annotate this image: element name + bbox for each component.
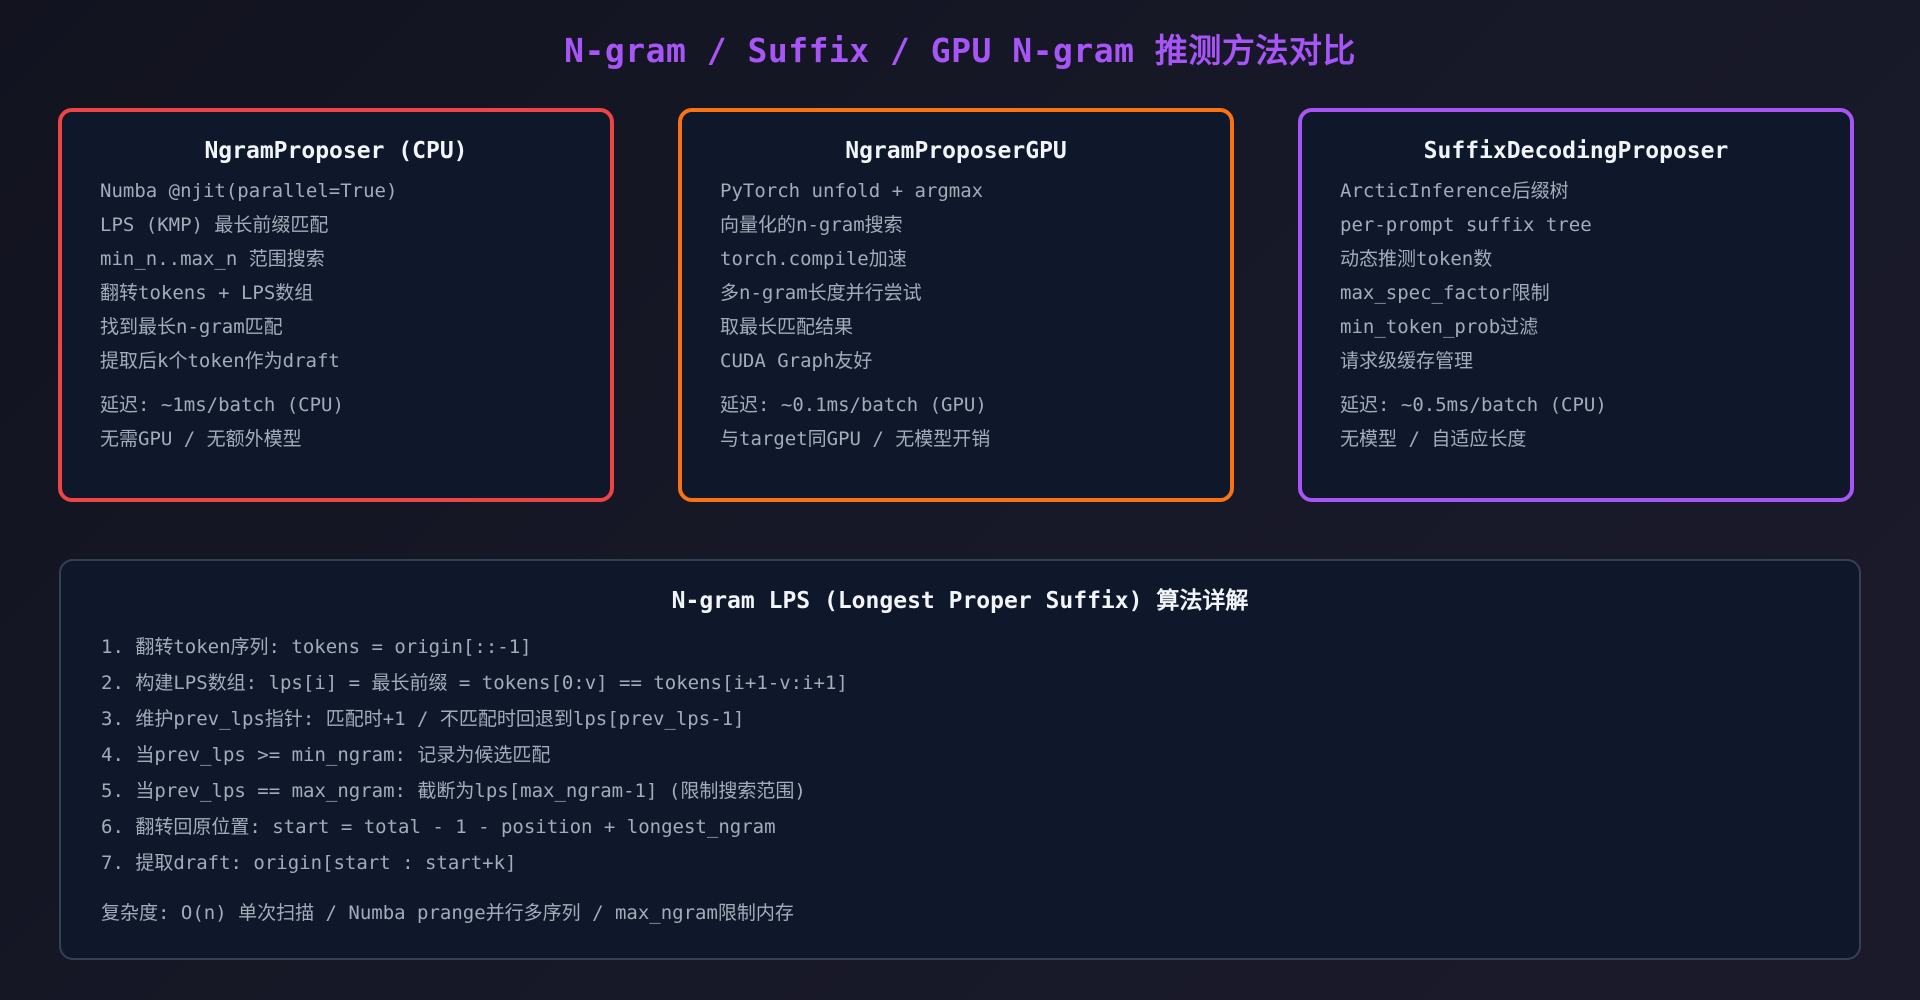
card-line: 向量化的n-gram搜索 bbox=[720, 214, 903, 236]
card-line: 动态推测token数 bbox=[1340, 248, 1493, 270]
card-feature-list: ArcticInference后缀树 per-prompt suffix tre… bbox=[1340, 174, 1850, 378]
card-line: max_spec_factor限制 bbox=[1340, 282, 1550, 304]
detail-title: N-gram LPS (Longest Proper Suffix) 算法详解 bbox=[671, 588, 1249, 614]
card-latency: 延迟: ~0.5ms/batch (CPU) bbox=[1340, 394, 1607, 416]
card-suffix-decoding-proposer: SuffixDecodingProposer ArcticInference后缀… bbox=[1298, 108, 1854, 502]
algorithm-step-list: 1. 翻转token序列: tokens = origin[::-1] 2. 构… bbox=[101, 629, 1859, 881]
card-feature-list: PyTorch unfold + argmax 向量化的n-gram搜索 tor… bbox=[720, 174, 1230, 378]
algorithm-step: 7. 提取draft: origin[start : start+k] bbox=[101, 852, 517, 874]
complexity-note: 复杂度: O(n) 单次扫描 / Numba prange并行多序列 / max… bbox=[101, 902, 794, 924]
card-line: PyTorch unfold + argmax bbox=[720, 180, 984, 202]
card-line: min_token_prob过滤 bbox=[1340, 316, 1539, 338]
card-meta-list: 延迟: ~0.5ms/batch (CPU) 无模型 / 自适应长度 bbox=[1340, 388, 1850, 456]
card-line: 请求级缓存管理 bbox=[1340, 350, 1474, 372]
card-line: torch.compile加速 bbox=[720, 248, 907, 270]
card-title: NgramProposer (CPU) bbox=[204, 138, 468, 164]
card-meta-list: 延迟: ~0.1ms/batch (GPU) 与target同GPU / 无模型… bbox=[720, 388, 1230, 456]
card-latency: 延迟: ~0.1ms/batch (GPU) bbox=[720, 394, 987, 416]
algorithm-step: 3. 维护prev_lps指针: 匹配时+1 / 不匹配时回退到lps[prev… bbox=[101, 708, 745, 730]
card-line: LPS (KMP) 最长前缀匹配 bbox=[100, 214, 329, 236]
card-line: CUDA Graph友好 bbox=[720, 350, 873, 372]
algorithm-step: 5. 当prev_lps == max_ngram: 截断为lps[max_ng… bbox=[101, 780, 806, 802]
lps-algorithm-detail-panel: N-gram LPS (Longest Proper Suffix) 算法详解 … bbox=[59, 559, 1861, 960]
card-line: 多n-gram长度并行尝试 bbox=[720, 282, 922, 304]
page-title: N-gram / Suffix / GPU N-gram 推测方法对比 bbox=[564, 31, 1356, 70]
card-line: 找到最长n-gram匹配 bbox=[100, 316, 283, 338]
card-line: 取最长匹配结果 bbox=[720, 316, 854, 338]
card-line: per-prompt suffix tree bbox=[1340, 214, 1592, 236]
card-ngram-proposer-cpu: NgramProposer (CPU) Numba @njit(parallel… bbox=[58, 108, 614, 502]
card-feature-list: Numba @njit(parallel=True) LPS (KMP) 最长前… bbox=[100, 174, 610, 378]
card-title: NgramProposerGPU bbox=[845, 138, 1067, 164]
card-note: 无模型 / 自适应长度 bbox=[1340, 428, 1527, 450]
card-line: 翻转tokens + LPS数组 bbox=[100, 282, 314, 304]
card-ngram-proposer-gpu: NgramProposerGPU PyTorch unfold + argmax… bbox=[678, 108, 1234, 502]
card-line: Numba @njit(parallel=True) bbox=[100, 180, 398, 202]
card-latency: 延迟: ~1ms/batch (CPU) bbox=[100, 394, 344, 416]
card-note: 无需GPU / 无额外模型 bbox=[100, 428, 302, 450]
card-line: 提取后k个token作为draft bbox=[100, 350, 340, 372]
algorithm-step: 4. 当prev_lps >= min_ngram: 记录为候选匹配 bbox=[101, 744, 551, 766]
card-note: 与target同GPU / 无模型开销 bbox=[720, 428, 991, 450]
algorithm-step: 2. 构建LPS数组: lps[i] = 最长前缀 = tokens[0:v] … bbox=[101, 672, 848, 694]
card-line: min_n..max_n 范围搜索 bbox=[100, 248, 325, 270]
card-title: SuffixDecodingProposer bbox=[1423, 138, 1729, 164]
card-line: ArcticInference后缀树 bbox=[1340, 180, 1569, 202]
algorithm-step: 6. 翻转回原位置: start = total - 1 - position … bbox=[101, 816, 776, 838]
card-meta-list: 延迟: ~1ms/batch (CPU) 无需GPU / 无额外模型 bbox=[100, 388, 610, 456]
algorithm-step: 1. 翻转token序列: tokens = origin[::-1] bbox=[101, 636, 532, 658]
